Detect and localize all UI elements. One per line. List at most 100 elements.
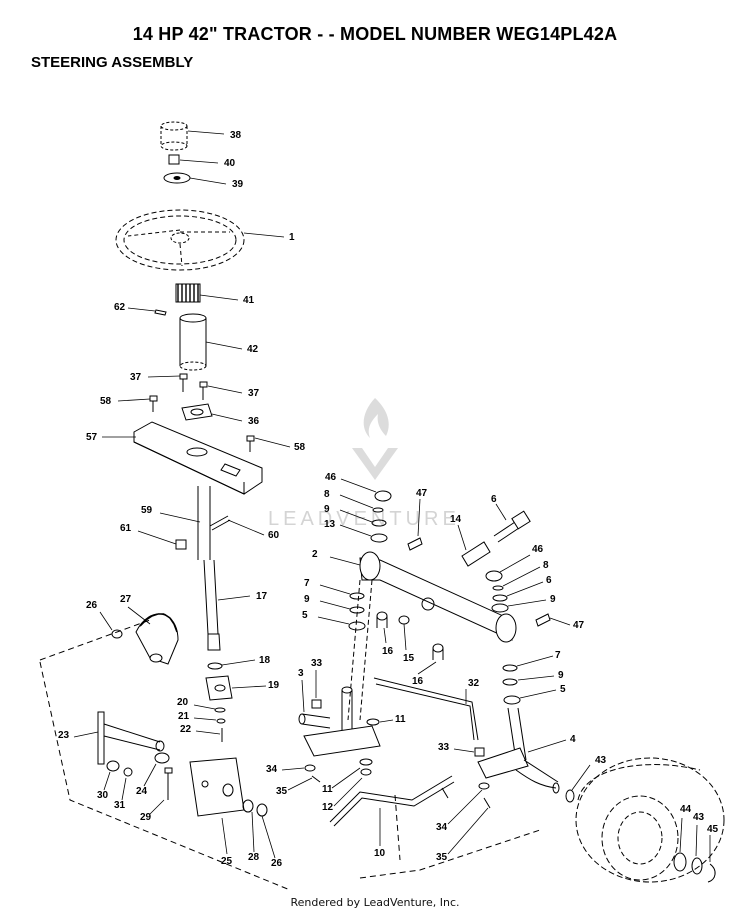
callout-label: 7 (555, 650, 561, 661)
leader-line (331, 767, 361, 789)
leader-line (261, 815, 276, 859)
callout-label: 17 (256, 591, 268, 602)
rendered-by-credit: Rendered by LeadVenture, Inc. (290, 896, 460, 909)
leader-line (517, 675, 555, 681)
leader-line (207, 385, 243, 394)
leader-line (447, 789, 483, 825)
callout-label: 59 (141, 505, 153, 516)
leader-line (695, 824, 698, 857)
callout-label: 12 (322, 802, 334, 813)
leader-line (211, 413, 243, 422)
leader-line (527, 739, 567, 753)
callout-label: 23 (58, 730, 70, 741)
leader-line (319, 584, 351, 595)
callout-label: 37 (130, 372, 142, 383)
callout-label: 11 (395, 714, 406, 725)
callout-label: 7 (304, 578, 310, 589)
callout-label: 40 (224, 158, 236, 169)
callout-label: 46 (532, 544, 544, 555)
callout-label: 28 (248, 852, 260, 863)
leader-line (317, 616, 350, 625)
leader-line (319, 600, 351, 610)
callout-label: 18 (259, 655, 271, 666)
callout-label: 26 (271, 858, 283, 869)
leader-line (143, 763, 157, 787)
leader-line (403, 623, 407, 651)
leader-line (329, 556, 361, 566)
callout-label: 44 (680, 804, 692, 815)
leader-line (137, 530, 177, 545)
flame-logo-icon (352, 398, 398, 480)
callout-label: 24 (136, 786, 148, 797)
page-title: 14 HP 42" TRACTOR - - MODEL NUMBER WEG14… (132, 24, 618, 44)
callout-label: 57 (86, 432, 98, 443)
leader-line (195, 730, 221, 735)
leader-line (193, 704, 216, 710)
callout-label: 9 (550, 594, 556, 605)
leader-line (679, 817, 683, 853)
leader-line (301, 679, 305, 713)
leader-line (193, 717, 217, 721)
callout-label: 19 (268, 680, 280, 691)
leader-line (417, 498, 421, 537)
callout-label: 34 (436, 822, 448, 833)
leader-line (199, 294, 239, 301)
leader-line (159, 512, 201, 523)
callout-label: 58 (100, 396, 112, 407)
parts-artwork (39, 121, 725, 891)
leader-line (103, 771, 111, 791)
callout-label: 33 (311, 658, 323, 669)
callout-label: 5 (560, 684, 566, 695)
callout-label: 25 (221, 856, 233, 867)
leader-line (447, 807, 489, 855)
callout-label: 43 (595, 755, 607, 766)
section-title: STEERING ASSEMBLY (31, 54, 194, 71)
leader-line (121, 777, 127, 801)
leader-line (205, 341, 243, 350)
callout-label: 22 (180, 724, 192, 735)
leader-line (379, 719, 394, 723)
callout-label: 61 (120, 523, 132, 534)
callout-label: 32 (468, 678, 480, 689)
callout-label: 39 (232, 179, 244, 190)
callout-label: 11 (322, 784, 333, 795)
leader-line (147, 375, 181, 378)
callout-label: 9 (324, 504, 330, 515)
leader-line (339, 524, 372, 537)
leader-line (243, 232, 285, 238)
callout-label: 26 (86, 600, 98, 611)
callout-label: 16 (412, 676, 424, 687)
callout-label: 6 (491, 494, 497, 505)
callout-label: 45 (707, 824, 719, 835)
callout-label: 5 (302, 610, 308, 621)
leader-line (340, 478, 377, 493)
leader-line (281, 767, 305, 771)
leader-line (499, 554, 531, 573)
callout-label: 10 (374, 848, 386, 859)
leader-line (149, 799, 165, 815)
leader-line (506, 581, 544, 597)
callout-label: 43 (693, 812, 705, 823)
callout-label: 60 (268, 530, 280, 541)
leader-line (127, 606, 151, 625)
leader-line (417, 661, 437, 675)
leader-line (287, 777, 313, 791)
callout-label: 41 (243, 295, 255, 306)
callout-label: 35 (276, 786, 288, 797)
leader-line (502, 566, 541, 587)
callout-label: 9 (304, 594, 310, 605)
callout-label: 3 (298, 668, 304, 679)
leader-line (254, 437, 291, 448)
callout-label: 34 (266, 764, 278, 775)
callout-label: 20 (177, 697, 189, 708)
callout-label: 33 (438, 742, 450, 753)
leader-line (516, 655, 554, 667)
leader-line (571, 764, 591, 791)
leader-line (187, 130, 225, 135)
leader-line (231, 685, 267, 689)
leader-line (251, 811, 255, 853)
callout-label: 29 (140, 812, 152, 823)
leader-line (127, 307, 156, 312)
